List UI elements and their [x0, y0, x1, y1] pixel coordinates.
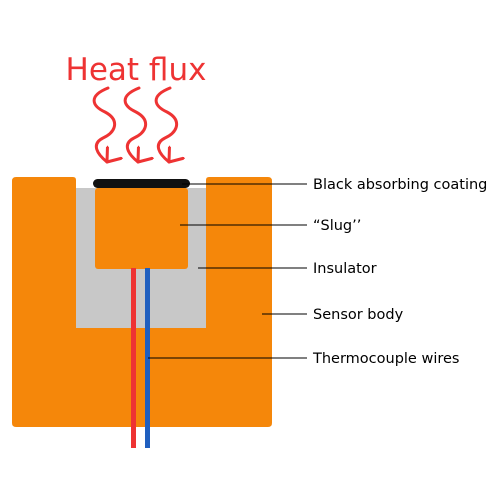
thermocouple-wire-red: [131, 268, 136, 448]
heat-arrow-right: [154, 86, 176, 164]
label-insulator: Insulator: [313, 261, 377, 277]
slug: [95, 188, 188, 269]
heat-flux-title: Heat flux: [66, 52, 207, 88]
sensor-body: [12, 177, 272, 427]
label-black-absorbing-coating: Black absorbing coating: [313, 177, 487, 193]
thermocouple-wire-blue: [145, 268, 150, 448]
heat-arrow-middle: [123, 86, 145, 164]
heat-arrow-left: [92, 86, 114, 164]
black-absorbing-coating: [93, 179, 190, 188]
label-slug: “Slug’’: [313, 218, 361, 234]
label-sensor-body: Sensor body: [313, 307, 404, 323]
label-thermocouple-wires: Thermocouple wires: [312, 351, 459, 367]
